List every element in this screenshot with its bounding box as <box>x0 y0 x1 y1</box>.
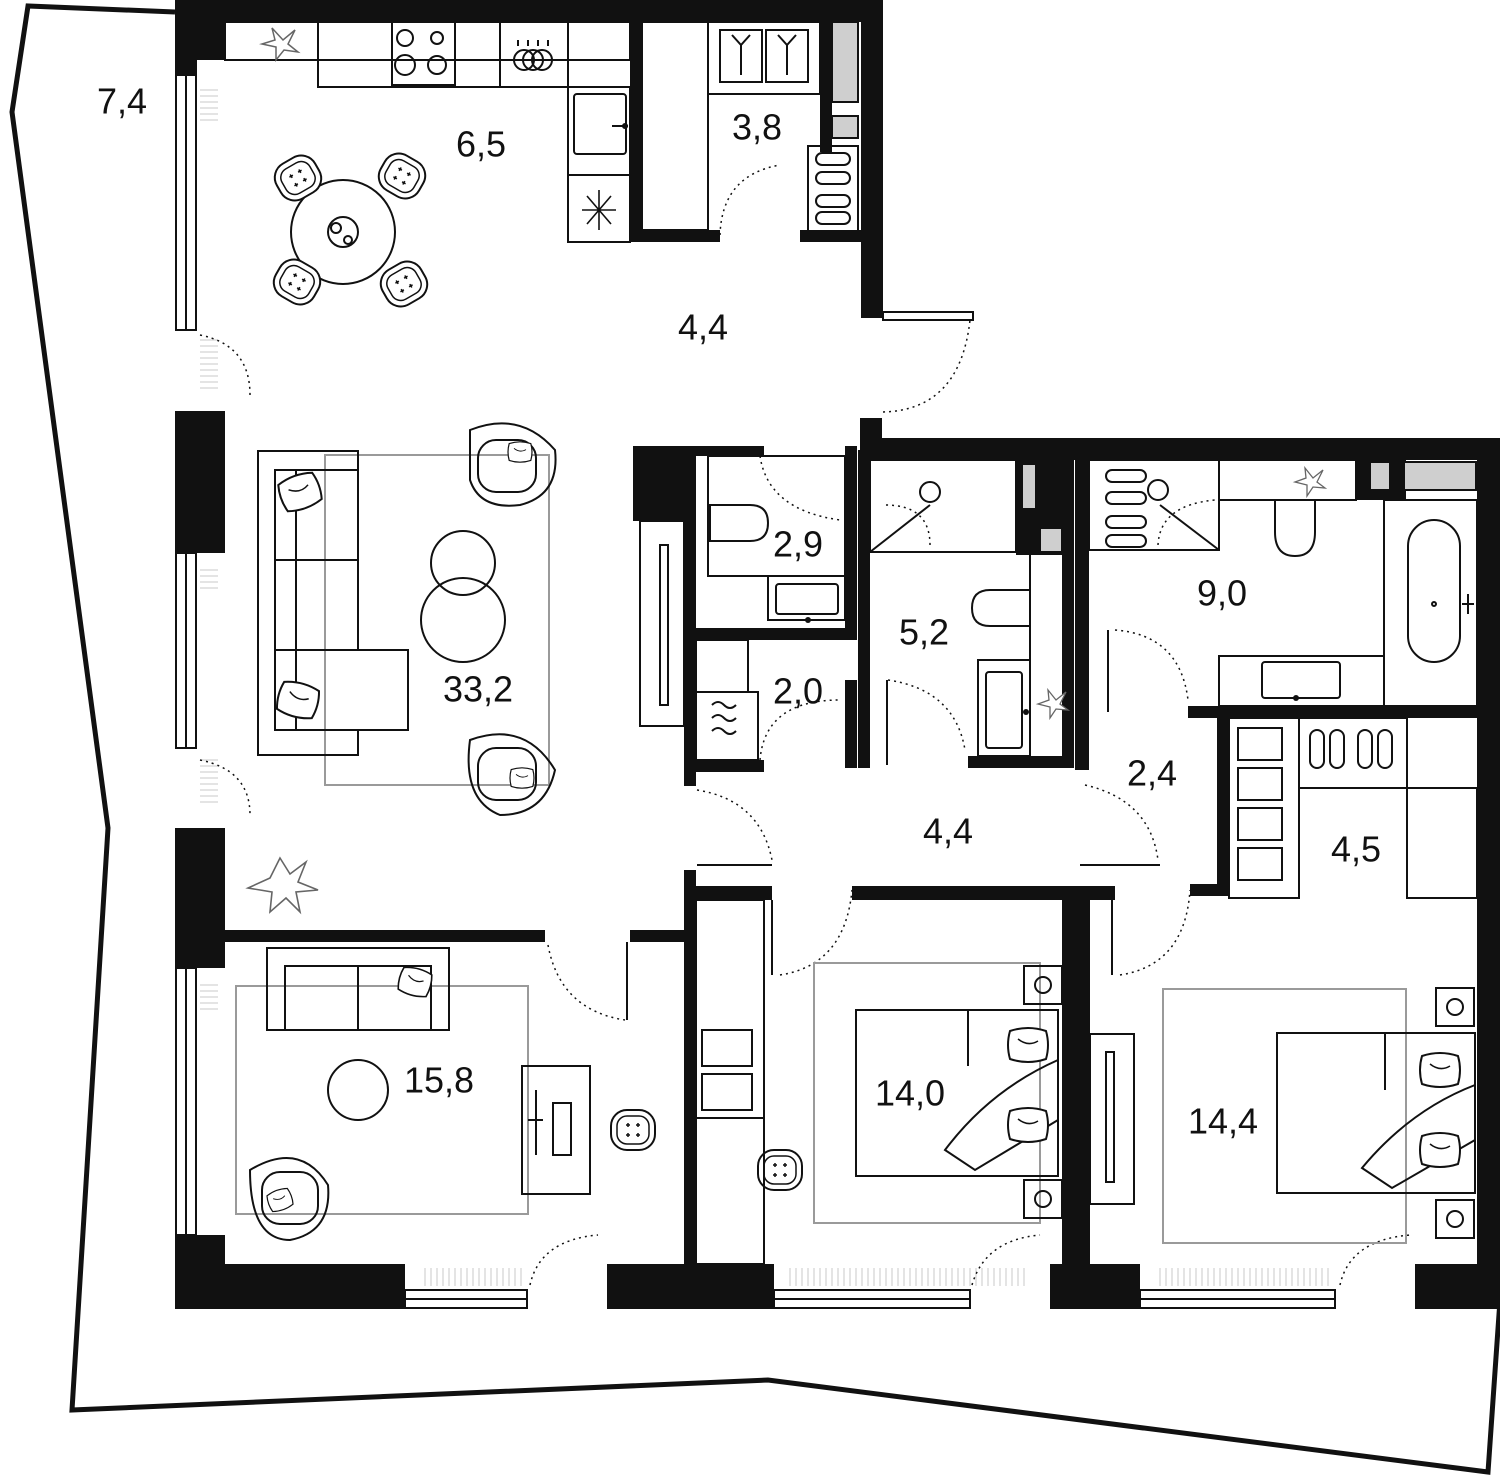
shower-icon <box>869 459 1017 553</box>
plant-icon <box>1292 465 1328 499</box>
room-area-wardrobe: 3,8 <box>732 107 782 148</box>
wardrobe-icon <box>1228 717 1478 899</box>
desk-icon <box>521 1065 591 1195</box>
room-area-living: 33,2 <box>443 669 513 710</box>
shower-icon <box>1088 459 1220 551</box>
room-area-master-bath: 9,0 <box>1197 573 1247 614</box>
wardrobe-icon <box>641 21 859 231</box>
closet-icon <box>639 455 685 727</box>
sink-icon <box>1218 655 1385 707</box>
rug-icon <box>235 985 529 1215</box>
wardrobe-icon <box>695 899 765 1265</box>
coffee-table-icon <box>327 1059 389 1121</box>
window-sills <box>200 89 1329 1286</box>
door-swings <box>199 164 1411 1286</box>
closet-icon <box>1089 1033 1135 1205</box>
fridge-icon <box>582 190 616 230</box>
plant-icon <box>245 856 319 915</box>
armchair-icon <box>467 422 557 817</box>
rug-icon <box>813 962 1041 1224</box>
armchair-icon <box>248 1157 330 1242</box>
dining-table-icon <box>290 179 396 285</box>
shoes-icon <box>1309 729 1393 769</box>
bed-icon <box>855 965 1063 1219</box>
shoes-icon <box>1105 469 1147 548</box>
toilet-icon <box>1218 459 1357 558</box>
terrace-outline <box>9 3 1500 1475</box>
dishwasher-icon <box>513 40 553 71</box>
hob-icon <box>391 21 456 86</box>
plant-icon <box>1035 687 1071 721</box>
room-labels: 7,4 6,5 3,8 4,4 33,2 2,9 2,0 5,2 9,0 4,4… <box>97 81 1381 1142</box>
toilet-icon <box>707 455 846 623</box>
room-area-kitchen: 6,5 <box>456 124 506 165</box>
coffee-table-icon <box>420 530 506 663</box>
washing-machine-icon <box>695 639 759 761</box>
toilet-icon <box>970 589 1031 627</box>
cabinet-icon <box>1021 461 1477 553</box>
room-area-wc: 2,9 <box>773 524 823 565</box>
windows <box>175 74 1336 1309</box>
room-area-bathroom: 5,2 <box>899 612 949 653</box>
plant-icon <box>259 27 301 63</box>
bed-icon <box>1276 987 1476 1239</box>
room-area-laundry: 2,0 <box>773 671 823 712</box>
pillow-icon <box>273 468 326 723</box>
room-area-dressing: 4,5 <box>1331 829 1381 870</box>
rug-icon <box>1162 988 1407 1244</box>
room-area-balcony: 7,4 <box>97 81 147 122</box>
sink-icon <box>573 93 628 155</box>
room-area-corridor: 4,4 <box>923 811 973 852</box>
bathtub-icon <box>1383 499 1478 707</box>
room-area-hall-top: 4,4 <box>678 307 728 348</box>
shoes-icon <box>807 145 859 233</box>
room-area-bedroom-2: 14,4 <box>1188 1101 1258 1142</box>
room-area-study: 15,8 <box>404 1060 474 1101</box>
rug-icon <box>324 454 550 786</box>
walls <box>175 0 1500 1309</box>
room-area-bedroom-1: 14,0 <box>875 1073 945 1114</box>
sofa-icon <box>266 947 450 1031</box>
kitchen-counter <box>224 21 631 243</box>
chair-icon <box>610 1109 803 1191</box>
sink-icon <box>977 555 1031 757</box>
chair-icon <box>266 146 435 314</box>
room-area-corridor-right: 2,4 <box>1127 753 1177 794</box>
